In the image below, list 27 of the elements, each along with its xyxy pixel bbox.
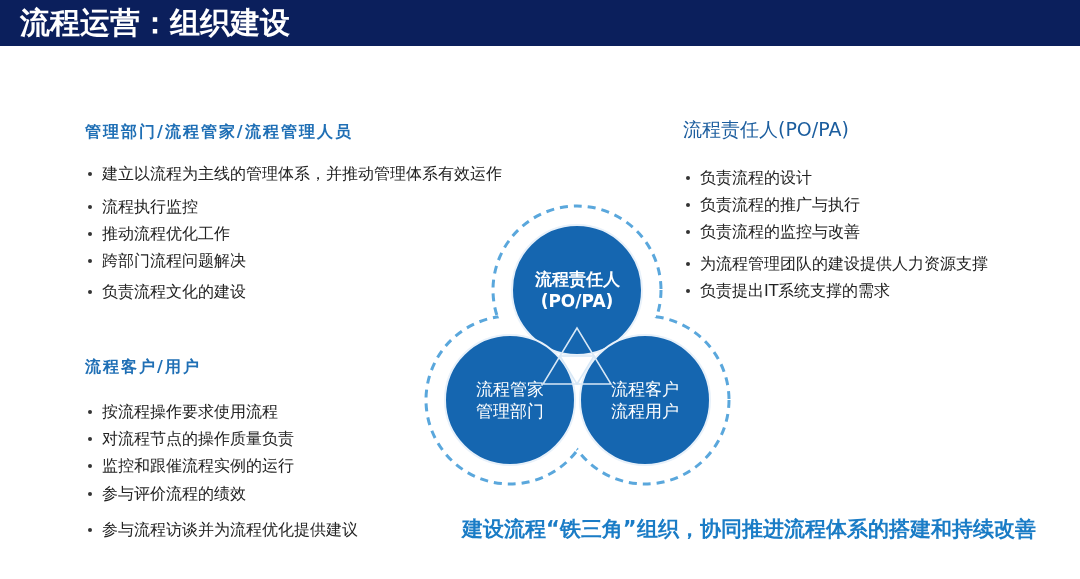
bullet-text: 负责流程的推广与执行 [700,194,860,216]
bullet-text: 推动流程优化工作 [102,223,230,245]
role-label: 流程客户 [611,378,679,400]
bullet-text: 监控和跟催流程实例的运行 [102,455,294,477]
role-label: 流程责任人 [534,268,620,290]
bullet-text: 为流程管理团队的建设提供人力资源支撑 [700,253,988,275]
bullet-text: 跨部门流程问题解决 [102,250,246,272]
role-label: 流程管家 [476,378,544,400]
role-circle [579,334,711,466]
section-heading: 管理部门/流程管家/流程管理人员 [85,121,353,143]
section-heading: 流程客户/用户 [85,356,201,378]
role-label: 管理部门 [476,400,544,422]
bullet-text: 建立以流程为主线的管理体系，并推动管理体系有效运作 [102,163,502,185]
bullet-text: 对流程节点的操作质量负责 [102,428,294,450]
bullet-text: 流程执行监控 [102,196,198,218]
bullet-text: 负责流程的设计 [700,167,812,189]
section-heading: 流程责任人(PO/PA) [683,118,849,140]
bullet-text: 负责流程文化的建设 [102,281,246,303]
bullet-text: 按流程操作要求使用流程 [102,401,278,423]
role-label: (PO/PA) [540,290,614,312]
role-label: 流程用户 [611,400,679,422]
slogan-text: 建设流程“铁三角”组织，协同推进流程体系的搭建和持续改善 [462,518,1036,540]
bullet-text: 参与评价流程的绩效 [102,483,246,505]
title: 流程运营：组织建设 [20,4,290,42]
bullet-text: 负责流程的监控与改善 [700,221,860,243]
bullet-text: 参与流程访谈并为流程优化提供建议 [102,519,358,541]
bullet-text: 负责提出IT系统支撑的需求 [700,280,891,302]
